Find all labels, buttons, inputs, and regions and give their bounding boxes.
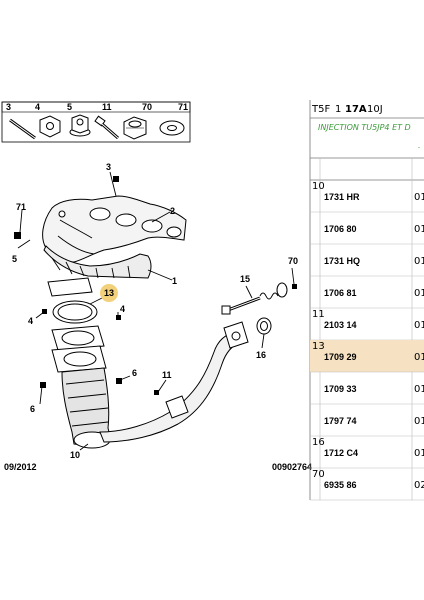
washer-icon [159, 120, 185, 136]
exhaust-pipe [99, 321, 249, 443]
row-qty: 01 [414, 320, 424, 331]
row-ref: 1709 33 [324, 384, 357, 394]
callout-71: 71 [16, 202, 26, 212]
row-qty: 01 [414, 384, 424, 395]
row-index: 10 [312, 181, 325, 192]
callout-70: 70 [288, 256, 298, 266]
strip-num-5: 70 [142, 102, 152, 112]
row-ref: 1706 81 [324, 288, 357, 298]
row-qty: 01 [414, 192, 424, 203]
header-code-d: 10J [367, 104, 383, 115]
stud-icon [9, 118, 36, 140]
callout-highlight [100, 284, 118, 302]
hex-nut-icon [39, 115, 61, 138]
callout-6b: 6 [30, 404, 35, 414]
bolt-icon [94, 115, 119, 140]
row-index: 70 [312, 469, 325, 480]
row-index: 11 [312, 309, 325, 320]
callout-2: 2 [170, 206, 175, 216]
ring-seal [256, 317, 272, 335]
row-qty: 01 [414, 288, 424, 299]
small-fasteners [14, 176, 297, 395]
row-qty: 01 [414, 448, 424, 459]
row-ref: 1706 80 [324, 224, 357, 234]
footer-date: 09/2012 [4, 462, 37, 472]
exploded-diagram: 3 2 71 5 1 13 4 4 15 70 16 6 6 11 10 [12, 162, 298, 460]
table-row[interactable]: 1797 74 01 [310, 416, 424, 437]
row-ref: 6935 86 [324, 480, 357, 490]
row-qty: 02 [414, 480, 424, 491]
callout-15: 15 [240, 274, 250, 284]
strip-num-3: 5 [67, 102, 72, 112]
callout-labels: 3 2 71 5 1 13 4 4 15 70 16 6 6 11 10 [12, 162, 298, 460]
table-row[interactable]: 1706 80 01 [310, 224, 424, 245]
row-ref: 1731 HQ [324, 256, 360, 266]
callout-13: 13 [104, 288, 114, 298]
callout-16: 16 [256, 350, 266, 360]
row-ref: 1709 29 [324, 352, 357, 362]
exhaust-manifold [42, 195, 187, 263]
footer-ref: 00902764 [272, 462, 312, 472]
table-row[interactable]: 1706 81 01 [310, 288, 424, 309]
header-code-a: T5F [311, 104, 330, 115]
row-qty: 01 [414, 224, 424, 235]
strip-num-1: 3 [6, 102, 11, 112]
callout-5: 5 [12, 254, 17, 264]
header-code-b: 1 [335, 104, 341, 115]
callout-10: 10 [70, 450, 80, 460]
strip-num-6: 71 [178, 102, 188, 112]
catalytic-converter [61, 367, 111, 449]
callout-11: 11 [162, 370, 172, 380]
strip-num-4: 11 [102, 102, 112, 112]
table-title-tail: . [418, 141, 421, 150]
row-ref: 1712 C4 [324, 448, 358, 458]
table-row[interactable]: 1731 HQ 01 [310, 256, 424, 277]
callout-1: 1 [172, 276, 177, 286]
row-qty: 01 [414, 416, 424, 427]
lock-nut-icon [123, 116, 147, 140]
callout-3: 3 [106, 162, 111, 172]
flange-nut-icon [69, 114, 91, 137]
parts-strip-header [1, 101, 191, 113]
row-index: 16 [312, 437, 325, 448]
row-ref: 2103 14 [324, 320, 357, 330]
callout-4a: 4 [28, 316, 33, 326]
callout-6a: 6 [132, 368, 137, 378]
header-code-c: 17A [345, 104, 367, 115]
row-highlight [310, 340, 424, 372]
row-qty: 01 [414, 256, 424, 267]
parts-table: T5F 1 17A 10J INJECTION TU5JP4 ET D . 10… [309, 100, 424, 501]
spring-bolt-assembly [221, 282, 288, 315]
heat-shield [43, 245, 152, 297]
catalyst-flange [51, 325, 107, 373]
strip-num-2: 4 [35, 102, 40, 112]
table-title: INJECTION TU5JP4 ET D [318, 123, 411, 132]
row-index: 13 [312, 341, 325, 352]
parts-strip-numbers: 3 4 5 11 70 71 [6, 102, 188, 112]
upper-gasket [52, 300, 98, 324]
callout-4b: 4 [120, 304, 125, 314]
table-header-codes: T5F 1 17A 10J [311, 104, 383, 115]
row-ref: 1731 HR [324, 192, 360, 202]
table-row[interactable]: 1709 33 01 [310, 384, 424, 405]
row-ref: 1797 74 [324, 416, 357, 426]
row-qty: 01 [414, 352, 424, 363]
